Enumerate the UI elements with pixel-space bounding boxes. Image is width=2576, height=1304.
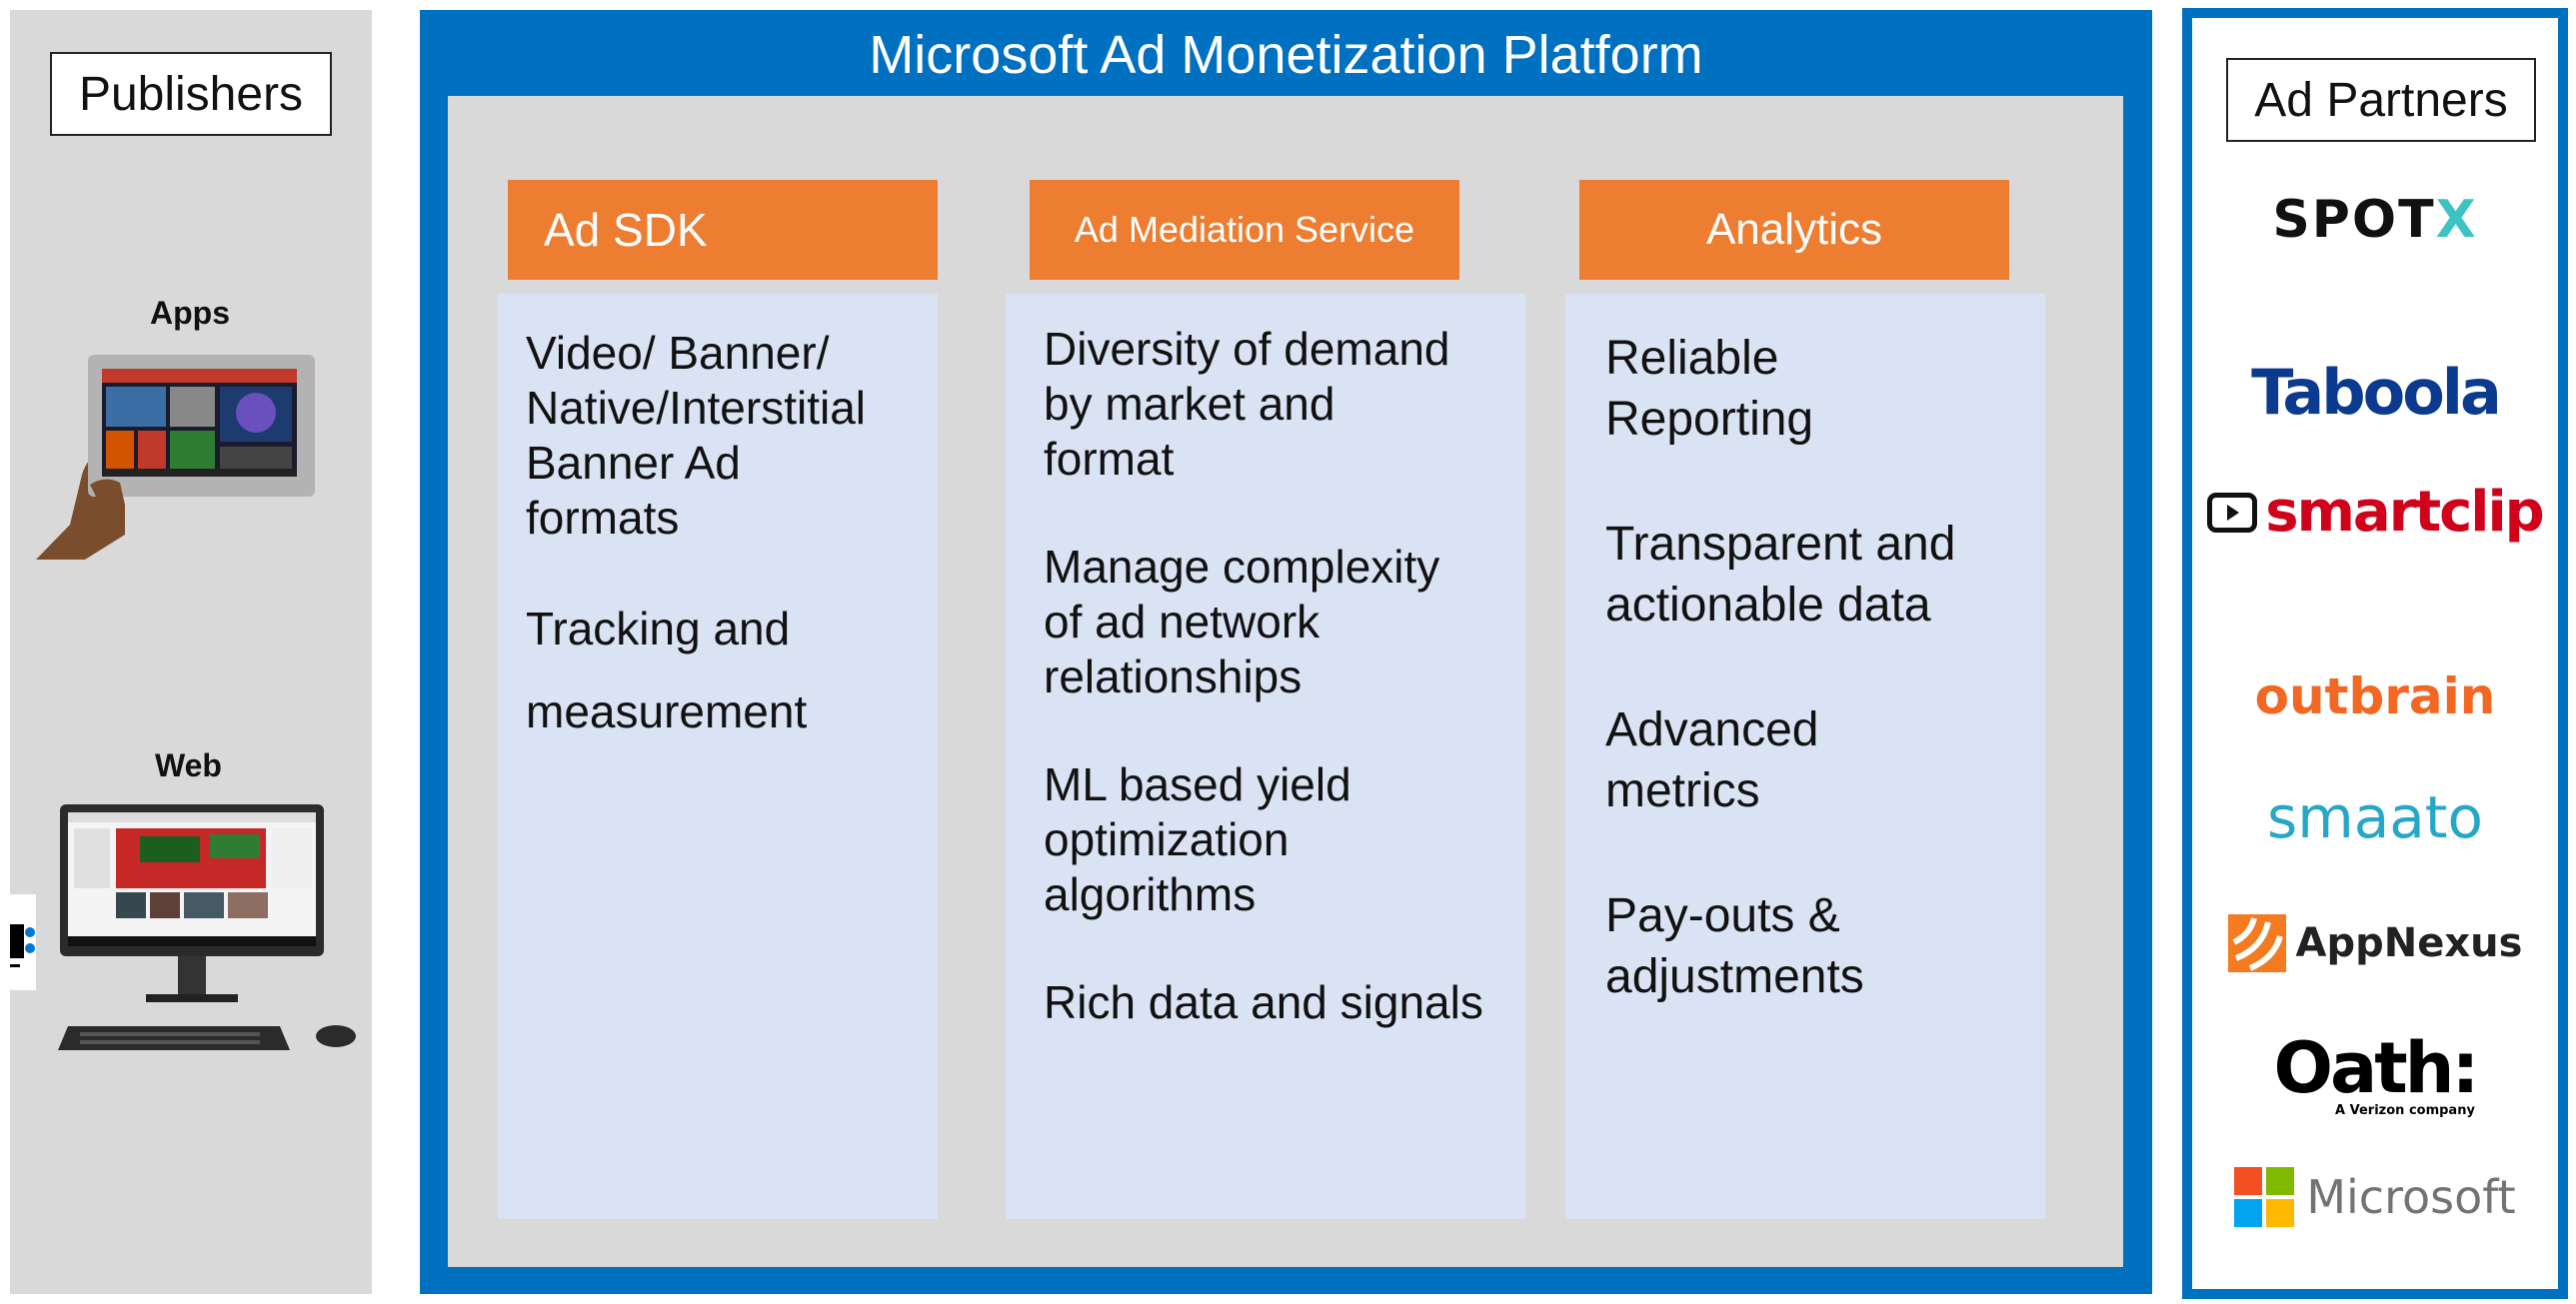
platform-inner-panel: Ad SDK Video/ Banner/ Native/Interstitia… [448,96,2123,1267]
smaato-logo: smaato [2266,783,2484,851]
desktop-computer-icon [50,804,370,1064]
publishers-title: Publishers [50,52,332,136]
analytics-item: Advanced metrics [1605,703,1819,817]
ad-sdk-body: Video/ Banner/ Native/Interstitial Banne… [498,294,938,1219]
platform-title: Microsoft Ad Monetization Platform [869,25,1703,85]
ad-mediation-item: Manage complexity of ad network relation… [1044,541,1440,702]
analytics-header: Analytics [1579,180,2009,280]
smartclip-logo: smartclip [2192,480,2558,545]
analytics-body: Reliable Reporting Transparent and actio… [1565,294,2045,1219]
oath-tagline: A Verizon company [2335,1103,2475,1118]
apps-label: Apps [150,295,230,331]
cut-off-logo [10,894,36,990]
tablet-icon [30,355,330,565]
oath-logo: Oath: [2273,1027,2479,1109]
outbrain-logo: outbrain [2254,667,2496,725]
ad-partners-title: Ad Partners [2226,58,2536,142]
ad-mediation-body: Diversity of demand by market and format… [1006,294,1525,1219]
ad-sdk-header: Ad SDK [508,180,938,280]
ad-monetization-platform: Microsoft Ad Monetization Platform Ad SD… [420,10,2152,1294]
web-label: Web [155,747,222,783]
ad-sdk-item: Tracking and [526,603,791,654]
publishers-panel: Publishers Apps Web [10,10,372,1294]
taboola-logo: Taboola [2251,356,2502,429]
ad-mediation-item: Diversity of demand by market and format [1044,323,1450,485]
ad-mediation-item: ML based yield optimization algorithms [1044,758,1351,920]
analytics-item: Reliable Reporting [1605,332,1814,446]
appnexus-mark-icon [2227,914,2286,972]
microsoft-logo: Microsoft [2192,1167,2558,1227]
spotx-logo: SPOTX [2272,190,2478,250]
ad-mediation-item: Rich data and signals [1044,976,1483,1028]
ad-partners-panel: Ad Partners SPOTX Taboola smartclip outb… [2182,8,2568,1299]
analytics-item: Transparent and actionable data [1605,518,1956,632]
ad-sdk-item: measurement [526,685,808,737]
analytics-item: Pay-outs & adjustments [1605,889,1864,1003]
appnexus-logo: AppNexus [2192,914,2558,972]
ad-sdk-item: Video/ Banner/ Native/Interstitial Banne… [526,327,867,544]
ad-mediation-header: Ad Mediation Service [1030,180,1459,280]
microsoft-windows-icon [2234,1167,2295,1227]
play-icon [2207,492,2258,533]
